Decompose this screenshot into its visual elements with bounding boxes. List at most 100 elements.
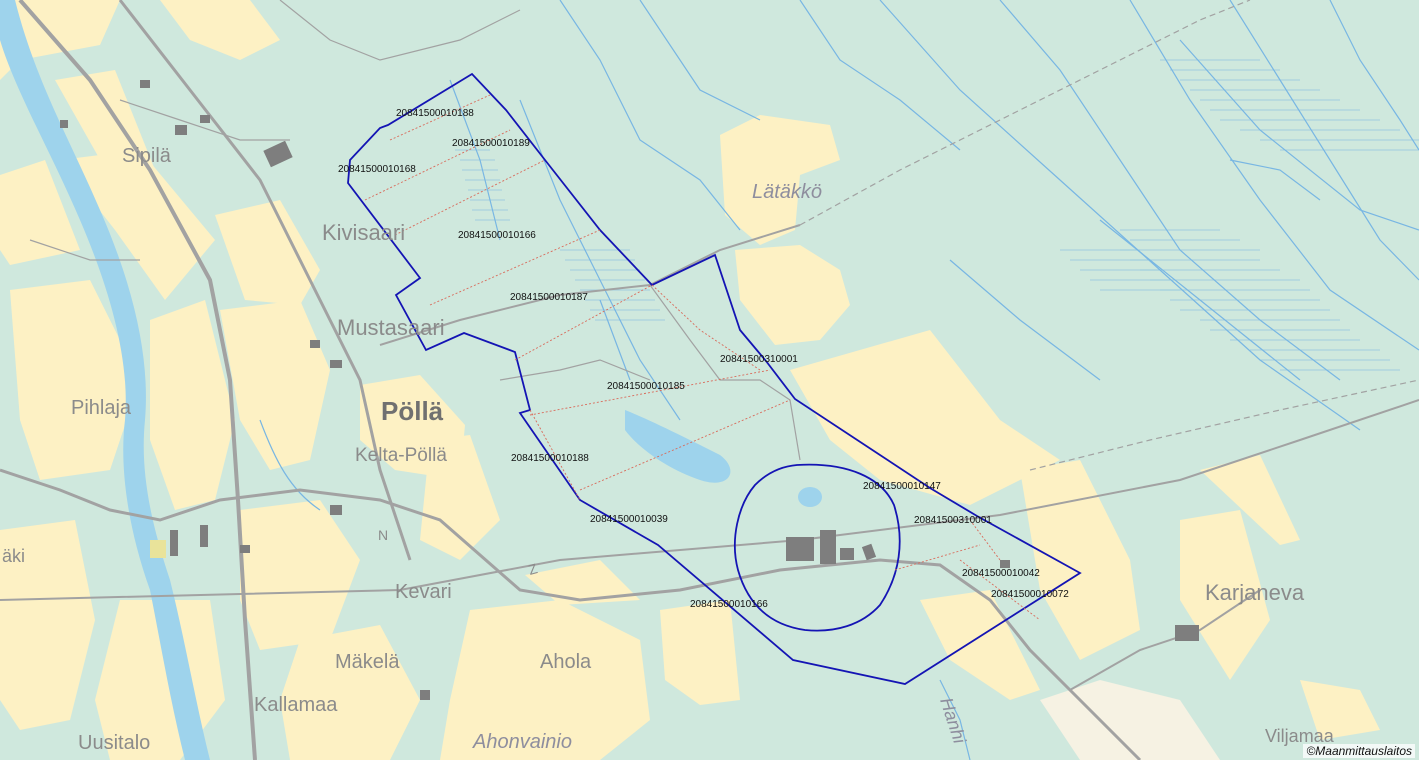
building [1175,625,1199,641]
building [310,340,320,348]
field-area [1300,680,1380,740]
building [330,360,342,368]
parcel-label: 20841500010166 [690,599,768,610]
place-name-mustasaari: Mustasaari [337,315,445,340]
field-area [160,0,280,60]
parcel-label: 20841500010042 [962,568,1040,579]
field-area [1020,460,1140,660]
field-area [0,160,80,265]
pond [798,487,822,507]
building [786,537,814,561]
wetland [1160,59,1419,151]
parcel-label: 20841500310001 [914,515,992,526]
building [330,505,342,515]
parcel-label: 20841500010168 [338,164,416,175]
field-area [1200,455,1300,545]
field-area [660,600,740,705]
field-area [150,300,235,510]
parcel-label: 20841500010147 [863,481,941,492]
parcel-labels: 20841500010188 20841500010189 2084150001… [338,108,1069,610]
building [263,140,293,168]
stream [799,0,961,151]
area-boundary [347,72,1082,685]
place-name-sipila: Sipilä [122,145,172,167]
wetland [1060,249,1180,291]
building [150,540,166,558]
field-area [215,200,320,305]
field-area [0,0,120,80]
place-name-kelta-polla: Kelta-Pöllä [355,445,447,466]
parcel-label: 20841500010072 [991,589,1069,600]
stream [939,679,971,760]
parcel-label: 20841500010187 [510,292,588,303]
field-area [790,330,1060,505]
track [799,0,1251,226]
main-road [118,0,412,561]
wetland [560,249,665,321]
parcel-line [529,409,581,501]
map-letter-n: N [378,527,388,543]
building [175,125,187,135]
stream [879,0,1361,431]
field-area [920,590,1040,700]
path [29,239,140,261]
place-name-kevari: Kevari [395,581,452,603]
field-area [60,150,215,300]
place-name-viljamaa: Viljamaa [1265,726,1335,746]
parcel-label: 20841500010188 [511,453,589,464]
building [60,120,68,128]
parcel-line [969,519,1001,561]
place-name-karjaneva: Karjaneva [1205,580,1305,605]
stream [259,419,321,511]
stream [559,0,741,231]
stream [1329,0,1419,151]
parcel-line [429,229,601,306]
stream [1179,39,1419,231]
area-boundary [734,463,901,632]
wetland-hatching [455,59,1419,371]
path [119,99,290,141]
field-area [525,560,640,605]
building [1000,560,1010,568]
parcel-line [529,369,771,416]
parcel-label: 20841500010185 [607,381,685,392]
parcel-label: 20841500010039 [590,514,668,525]
parcel-lines [364,94,1041,621]
field-area [720,115,840,245]
field-area [10,280,140,480]
place-names: Sipilä Kivisaari Mustasaari Pihlaja Pöll… [2,145,1335,754]
area-boundaries [347,72,1082,685]
place-name-polla: Pöllä [381,396,444,426]
place-name-kivisaari: Kivisaari [322,220,405,245]
field-area [240,500,360,650]
field-area [280,625,420,760]
track [1029,379,1419,471]
water-name-latakko: Lätäkkö [752,181,822,203]
parcel-label: 20841500310001 [720,354,798,365]
parcel-label: 20841500010188 [396,108,474,119]
stream [599,299,631,381]
parcel-line [894,544,981,571]
building [200,525,208,547]
building [861,543,877,561]
field-areas [0,0,1380,760]
road [0,468,1142,760]
field-area [440,600,650,760]
path [499,359,651,381]
parcel-line [364,129,511,201]
parcel-label: 20841500010166 [458,230,536,241]
water-name-ahonvainio: Ahonvainio [472,731,572,753]
lake [625,410,731,483]
place-name-uusitalo: Uusitalo [78,732,150,754]
road [0,399,1419,601]
road [1069,589,1261,691]
parcel-line [651,284,761,371]
main-road [18,0,257,760]
path [279,0,521,61]
place-name-aki: äki [2,546,25,566]
road [379,224,801,346]
stream [1129,0,1419,351]
building [240,545,250,553]
